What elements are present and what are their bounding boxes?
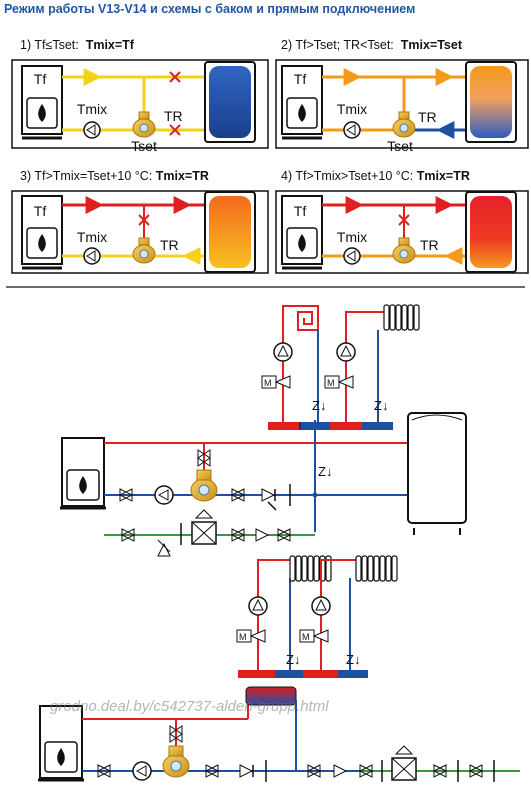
panel-1-tset-label: Tset [131, 138, 157, 154]
panel-2-condition: 2) Tf>Tset; TR<Tset: [281, 38, 394, 52]
svg-text:M: M [302, 632, 310, 642]
panel-1-title: 1) Tf≤Tset: Tmix=Tf [20, 38, 134, 52]
panel-3-diagram: Tf Tmix TR [11, 190, 269, 274]
svg-text:Z↓: Z↓ [286, 652, 300, 667]
scheme-a-tank [407, 412, 467, 524]
svg-text:Z↓: Z↓ [318, 464, 332, 479]
panel-3-title: 3) Tf>Tmix=Tset+10 °C: Tmix=TR [20, 169, 209, 183]
scheme-a-manifold [268, 422, 393, 430]
panel-1-tr-label: TR [164, 108, 183, 124]
panel-2-tmix-label: Tmix [337, 101, 367, 117]
page-title: Режим работы V13-V14 и схемы с баком и п… [4, 2, 416, 16]
watermark: grodno.deal.by/c542737-alden-grupp.html [50, 698, 329, 715]
panel-2-tr-label: TR [418, 109, 437, 125]
panel-4-condition: 4) Tf>Tmix>Tset+10 °C: [281, 169, 414, 183]
svg-text:Z↓: Z↓ [312, 398, 326, 413]
scheme-tank-diagram: Z↓ M Z↓ M Z↓ [60, 304, 467, 557]
panel-1-diagram: Tf Tmix TR Tset [11, 59, 269, 154]
svg-text:M: M [239, 632, 247, 642]
svg-text:Z↓: Z↓ [374, 398, 388, 413]
panel-4-tf-label: Tf [294, 203, 307, 219]
panel-4-diagram: Tf Tmix TR [275, 190, 529, 274]
panel-3-mix: Tmix=TR [155, 169, 209, 183]
panel-4-mix: Tmix=TR [416, 169, 470, 183]
panel-2-diagram: Tf Tmix TR Tset [275, 59, 529, 154]
panel-2-title: 2) Tf>Tset; TR<Tset: Tmix=Tset [281, 38, 462, 52]
panel-4-title: 4) Tf>Tmix>Tset+10 °C: Tmix=TR [281, 169, 470, 183]
svg-text:M: M [327, 378, 335, 388]
svg-text:M: M [264, 378, 272, 388]
panel-3-tf-label: Tf [34, 203, 47, 219]
panel-4-tmix-label: Tmix [337, 229, 367, 245]
panel-4-tr-label: TR [420, 237, 439, 253]
panel-3-tmix-label: Tmix [77, 229, 107, 245]
panel-1-condition: 1) Tf≤Tset: [20, 38, 79, 52]
panel-1-tf-label: Tf [34, 71, 47, 87]
svg-text:Z↓: Z↓ [346, 652, 360, 667]
panel-2-tf-label: Tf [294, 71, 307, 87]
panel-2-mix: Tmix=Tset [400, 38, 462, 52]
panel-1-mix: Tmix=Tf [85, 38, 134, 52]
panel-2-tset-label: Tset [387, 138, 413, 154]
scheme-direct-diagram: M Z↓ M Z↓ [38, 555, 520, 782]
panel-3-tr-label: TR [160, 237, 179, 253]
panel-1-tmix-label: Tmix [77, 101, 107, 117]
panel-3-condition: 3) Tf>Tmix=Tset+10 °C: [20, 169, 153, 183]
scheme-b-separator [245, 686, 297, 706]
